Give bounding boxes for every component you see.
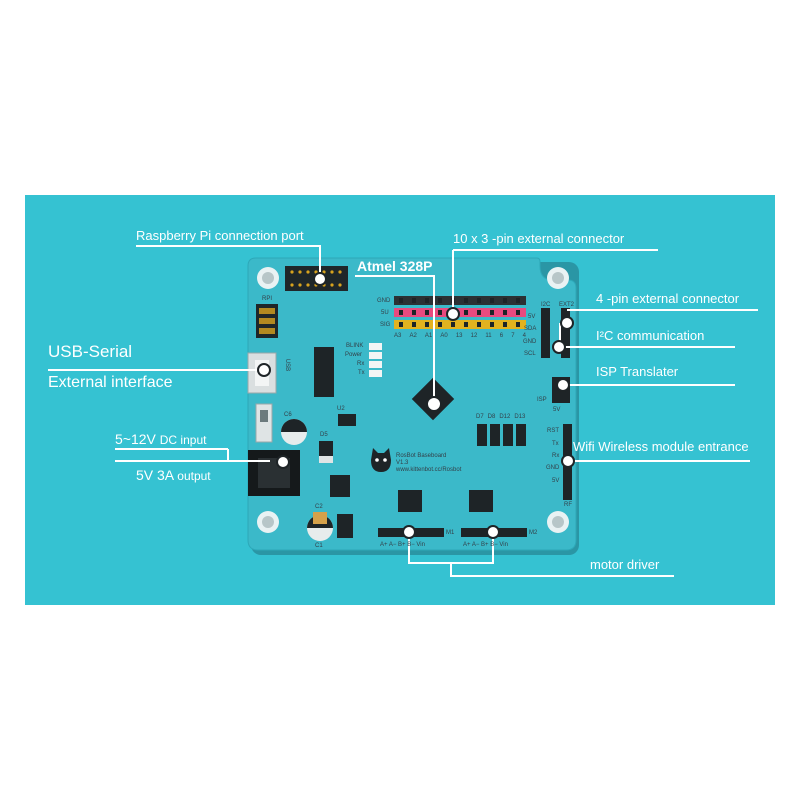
raspberry-pi-header	[285, 266, 348, 291]
d5-band	[319, 456, 333, 463]
label-m1: M1	[446, 530, 455, 536]
callout-four-pin: 4 -pin external connector	[596, 291, 740, 306]
label-rpi: RPI	[262, 296, 273, 302]
label-c2: C2	[315, 504, 323, 510]
callout-usb-serial: USB-Serial	[48, 342, 133, 361]
output-rating: 5V 3A	[136, 467, 174, 483]
label-scl: SCL	[524, 351, 536, 357]
pin-label: 11	[485, 333, 492, 339]
label-5v-rf: 5V	[552, 478, 560, 484]
motor-pins-m2: A+ A− B+ B− Vin	[463, 542, 508, 548]
label-c1: C1	[315, 543, 323, 549]
label-isp: ISP	[537, 397, 547, 403]
label-ext2: EXT2	[559, 302, 575, 308]
dc-input-text: DC input	[159, 433, 207, 447]
callout-i2c: I²C communication	[596, 328, 705, 343]
label-i2c: I2C	[541, 302, 551, 308]
u2-regulator	[338, 414, 356, 426]
pin-label: A2	[409, 333, 417, 339]
pin-label: 6	[499, 333, 504, 339]
chip-small	[330, 475, 350, 497]
label-gnd: GND	[377, 298, 391, 304]
dc-voltage: 5~12V	[115, 431, 156, 447]
label-isp-5v: 5V	[553, 407, 561, 413]
rpi-small-header	[256, 304, 278, 338]
callout-wifi: Wifi Wireless module entrance	[573, 439, 749, 454]
motor-chip-1	[398, 490, 422, 512]
digital-headers	[477, 424, 526, 446]
callout-dots	[257, 272, 575, 539]
label-rx-rf: Rx	[552, 453, 560, 459]
pin-label: A0	[440, 333, 448, 339]
brand-line-2: V1.3	[396, 460, 409, 466]
brand-line-1: RosBot Baseboard	[396, 453, 447, 459]
label-5u: 5U	[381, 310, 389, 316]
output-text: output	[177, 469, 211, 483]
label-u2: U2	[337, 406, 345, 412]
kittenbot-logo	[371, 448, 391, 472]
c2-capacitor	[313, 512, 327, 524]
mounting-holes	[257, 267, 569, 533]
pin-label: 12	[470, 333, 478, 339]
callout-atmel-328p: Atmel 328P	[357, 258, 433, 274]
pin-label: 7	[511, 333, 515, 339]
callout-motor-driver: motor driver	[590, 557, 660, 572]
pin-label: 13	[455, 333, 463, 339]
digital-label: D8	[487, 414, 496, 420]
pin-number-row: A3 A2 A1 A0 13 12 11 6 7 4	[394, 333, 526, 339]
label-5v: 5V	[528, 314, 536, 320]
label-power: Power	[345, 352, 363, 358]
callout-output: 5V 3A output	[136, 468, 211, 482]
label-usb: USB	[284, 358, 291, 372]
callout-external-interface: External interface	[48, 374, 173, 391]
label-tx-rf: Tx	[552, 441, 559, 447]
usb-serial-chip	[314, 347, 334, 397]
digital-label: D12	[499, 414, 511, 420]
label-blink: BLINK	[346, 343, 364, 349]
pin-label: 4	[522, 333, 526, 339]
label-sig: SIG	[380, 322, 391, 328]
callout-dc-input: 5~12V DC input	[115, 432, 206, 446]
callout-ten-by-three: 10 x 3 -pin external connector	[453, 231, 625, 246]
status-leds	[369, 343, 382, 377]
pin-label: A3	[394, 333, 402, 339]
callout-raspberry-pi: Raspberry Pi connection port	[136, 228, 304, 243]
power-switch	[255, 403, 273, 443]
brand-line-3: www.kittenbot.cc/Rosbot	[396, 467, 462, 473]
motor-pins-m1: A+ A− B+ B− Vin	[380, 542, 425, 548]
ext2-header	[561, 308, 570, 358]
chip-c1-side	[337, 514, 353, 538]
leader-lines	[48, 245, 758, 577]
label-rx: Rx	[357, 361, 365, 367]
label-rf: RF	[564, 502, 572, 508]
label-gnd-i2c: GND	[523, 339, 537, 345]
label-gnd-rf: GND	[546, 465, 560, 471]
label-d5: D5	[320, 432, 328, 438]
switch-knob	[260, 410, 268, 422]
digital-label: D7	[476, 414, 484, 420]
pin-label: A1	[424, 333, 433, 339]
callout-isp: ISP Translater	[596, 364, 679, 379]
label-sda: SDA	[524, 326, 537, 332]
capacitor-c6	[281, 419, 307, 445]
digital-labels: D7 D8 D12 D13	[476, 414, 525, 420]
label-m2: M2	[529, 530, 538, 536]
motor-chip-2	[469, 490, 493, 512]
label-rst: RST	[547, 428, 559, 434]
label-c6: C6	[284, 412, 292, 418]
digital-label: D13	[514, 414, 526, 420]
label-tx: Tx	[358, 370, 365, 376]
ten-by-three-connector	[394, 296, 526, 329]
i2c-header	[541, 308, 550, 358]
